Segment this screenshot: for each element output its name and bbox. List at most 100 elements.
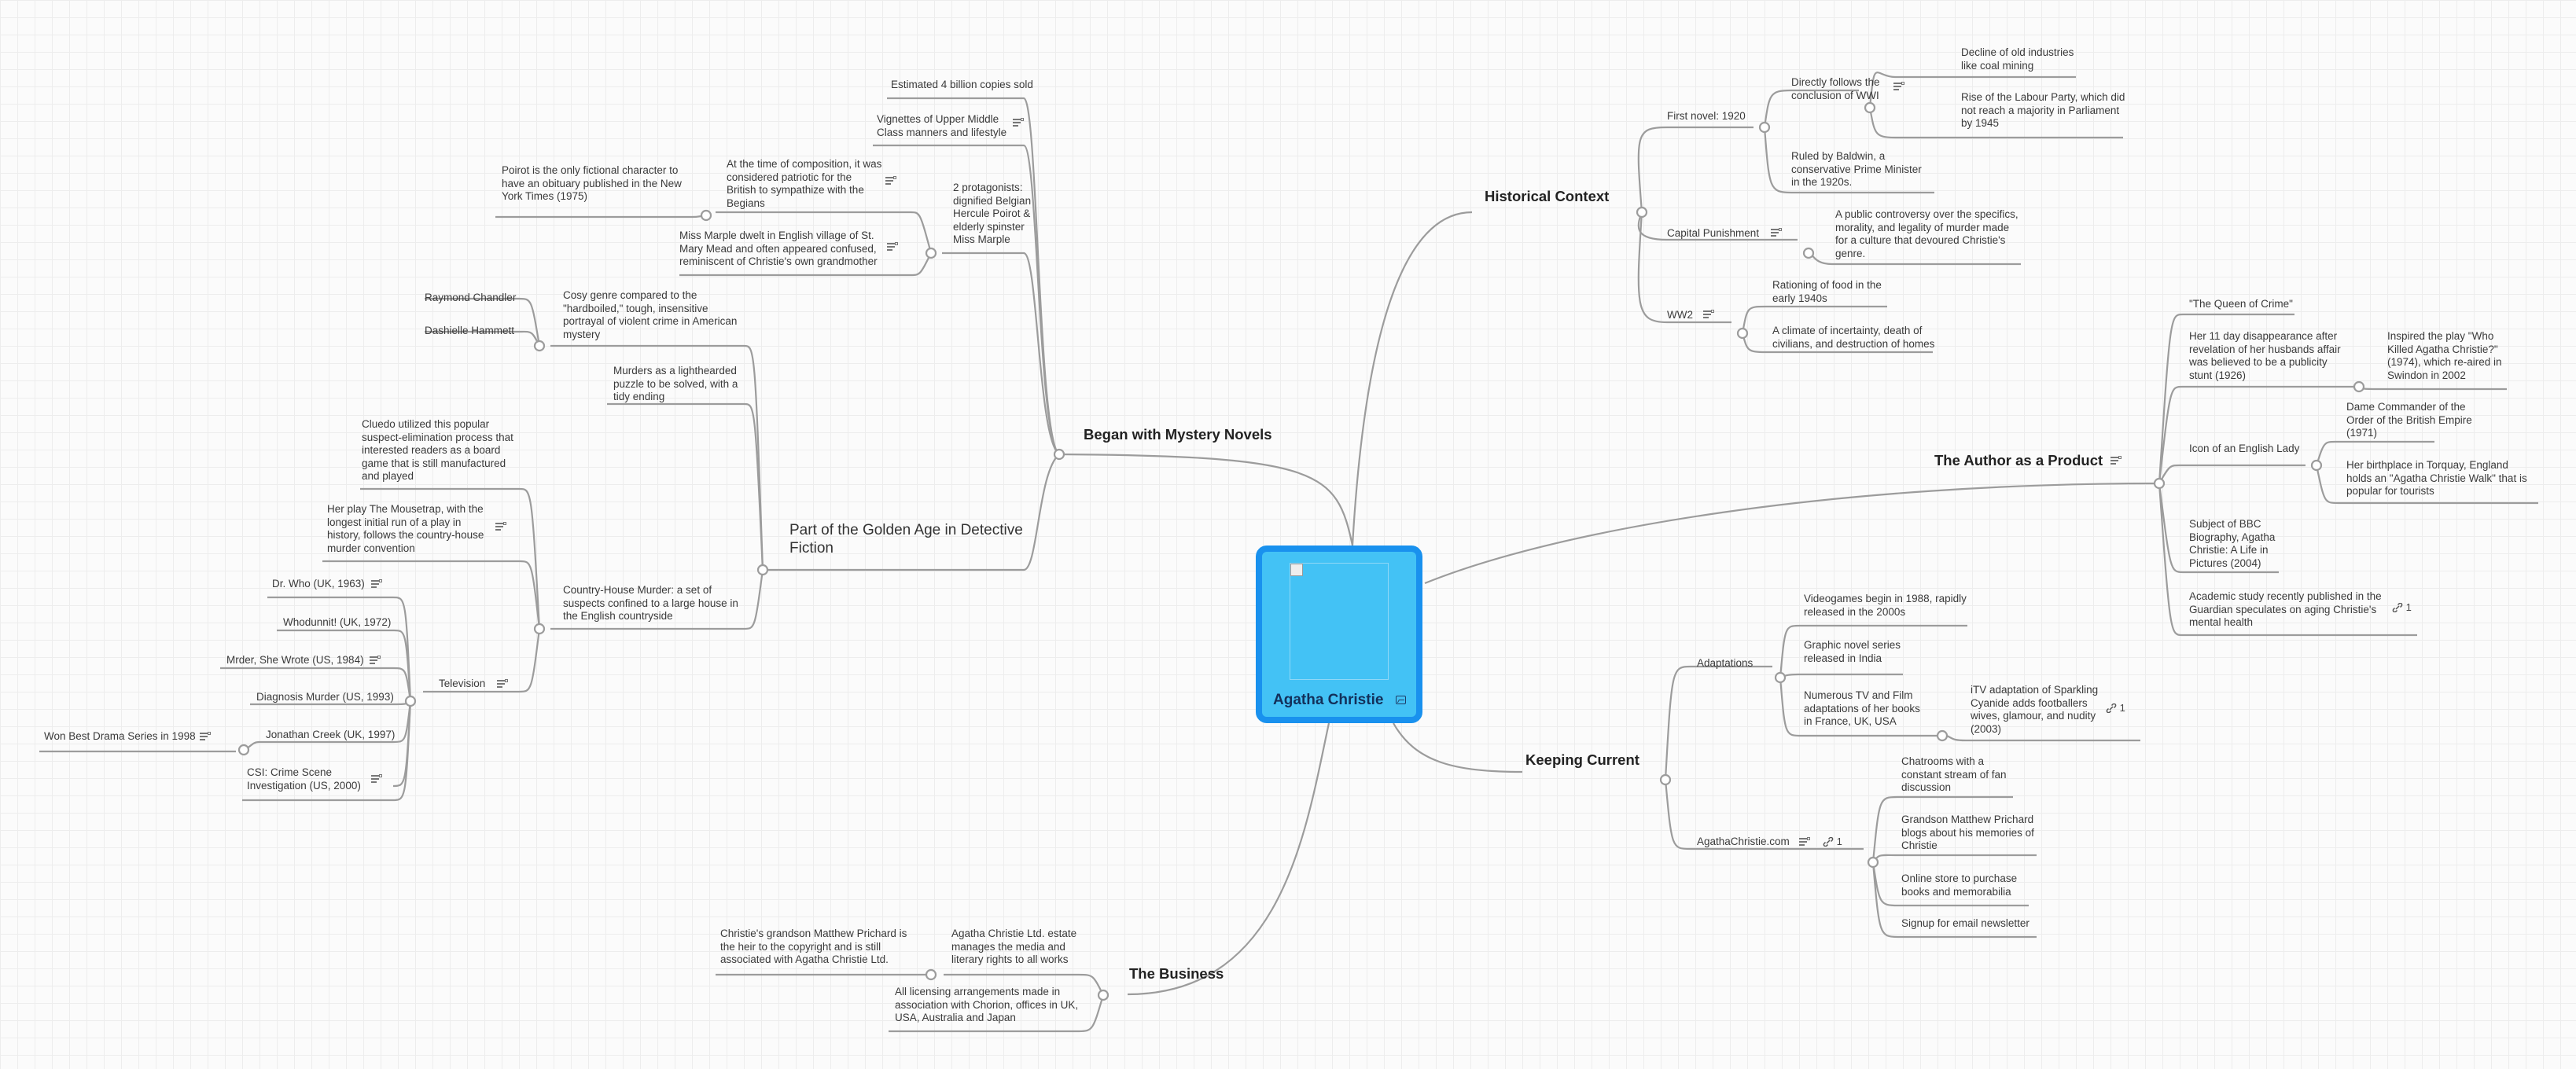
link-icon[interactable]: 1 <box>2392 601 2412 613</box>
topic-grandson-heir-label: Christie's grandson Matthew Prichard is … <box>720 928 907 965</box>
topic-country-house[interactable]: Country-House Murder: a set of suspects … <box>563 584 745 623</box>
topic-the-business[interactable]: The Business <box>1129 965 1224 982</box>
note-icon[interactable] <box>1771 228 1782 238</box>
topic-online-store-label: Online store to purchase books and memor… <box>1901 872 2018 898</box>
topic-dr-who[interactable]: Dr. Who (UK, 1963) <box>272 578 365 590</box>
topic-dashielle-hammett[interactable]: Dashielle Hammett <box>425 325 515 336</box>
topic-keeping-current[interactable]: Keeping Current <box>1525 751 1639 768</box>
topic-rationing-label: Rationing of food in the early 1940s <box>1772 279 1882 304</box>
topic-academic-study[interactable]: Academic study recently published in the… <box>2189 590 2386 630</box>
topic-chatrooms-label: Chatrooms with a constant stream of fan … <box>1901 755 2007 793</box>
topic-grandson-blogs[interactable]: Grandson Matthew Prichard blogs about hi… <box>1901 814 2040 853</box>
topic-ww2[interactable]: WW2 <box>1667 309 1693 321</box>
topic-chatrooms[interactable]: Chatrooms with a constant stream of fan … <box>1901 755 2019 795</box>
note-icon[interactable] <box>1799 837 1810 847</box>
topic-disappearance-label: Her 11 day disappearance after revelatio… <box>2189 330 2341 381</box>
topic-author-as-product[interactable]: The Author as a Product <box>1934 452 2103 468</box>
topic-murder-she-wrote[interactable]: Mrder, She Wrote (US, 1984) <box>226 654 364 666</box>
topic-miss-marple[interactable]: Miss Marple dwelt in English village of … <box>679 230 884 269</box>
topic-protagonists-label: 2 protagonists: dignified Belgian Hercul… <box>953 182 1032 245</box>
note-icon[interactable] <box>1013 118 1024 128</box>
topic-raymond-chandler[interactable]: Raymond Chandler <box>425 292 517 303</box>
topic-estate[interactable]: Agatha Christie Ltd. estate manages the … <box>951 928 1077 967</box>
topic-patriotic-label: At the time of composition, it was consi… <box>727 158 882 209</box>
note-icon[interactable] <box>2110 456 2122 466</box>
topic-cosy-genre[interactable]: Cosy genre compared to the "hardboiled,"… <box>563 289 752 341</box>
note-icon[interactable] <box>200 732 211 742</box>
broken-image-icon <box>1290 563 1389 680</box>
topic-capital-punishment[interactable]: Capital Punishment <box>1667 227 1760 239</box>
note-icon[interactable] <box>370 656 381 666</box>
topic-videogames-label: Videogames begin in 1988, rapidly releas… <box>1804 593 1967 618</box>
note-icon[interactable] <box>1893 82 1904 92</box>
note-icon[interactable] <box>495 522 506 532</box>
topic-first-novel[interactable]: First novel: 1920 <box>1667 110 1746 122</box>
note-icon[interactable] <box>371 579 382 590</box>
topic-birthplace-label: Her birthplace in Torquay, England holds… <box>2346 459 2527 497</box>
topic-bbc-biography[interactable]: Subject of BBC Biography, Agatha Christi… <box>2189 518 2283 570</box>
topic-patriotic[interactable]: At the time of composition, it was consi… <box>727 158 884 210</box>
topic-licensing[interactable]: All licensing arrangements made in assoc… <box>895 986 1084 1025</box>
topic-icon-english-lady[interactable]: Icon of an English Lady <box>2189 443 2300 454</box>
topic-golden-age[interactable]: Part of the Golden Age in Detective Fict… <box>789 521 1025 557</box>
topic-television[interactable]: Television <box>439 678 486 689</box>
topic-mousetrap[interactable]: Her play The Mousetrap, with the longest… <box>327 503 492 555</box>
topic-baldwin-label: Ruled by Baldwin, a conservative Prime M… <box>1791 150 1922 188</box>
topic-copies-sold[interactable]: Estimated 4 billion copies sold <box>891 79 1033 90</box>
topic-historical-context[interactable]: Historical Context <box>1485 188 1610 204</box>
topic-labour-party-label: Rise of the Labour Party, which did not … <box>1961 91 2125 129</box>
topic-graphic-novel[interactable]: Graphic novel series released in India <box>1804 639 1906 665</box>
image-icon[interactable] <box>1396 696 1406 704</box>
topic-disappearance[interactable]: Her 11 day disappearance after revelatio… <box>2189 330 2346 382</box>
topic-vignettes[interactable]: Vignettes of Upper Middle Class manners … <box>877 113 1010 139</box>
topic-grandson-blogs-label: Grandson Matthew Prichard blogs about hi… <box>1901 814 2034 851</box>
topic-jonathan-creek[interactable]: Jonathan Creek (UK, 1997) <box>266 729 396 740</box>
topic-itv-adaptation[interactable]: iTV adaptation of Sparkling Cyanide adds… <box>1971 684 2104 736</box>
topic-baldwin[interactable]: Ruled by Baldwin, a conservative Prime M… <box>1791 150 1933 189</box>
topic-cluedo[interactable]: Cluedo utilized this popular suspect-eli… <box>362 418 519 483</box>
topic-adaptations[interactable]: Adaptations <box>1697 657 1754 669</box>
topic-birthplace[interactable]: Her birthplace in Torquay, England holds… <box>2346 459 2535 498</box>
topic-mousetrap-label: Her play The Mousetrap, with the longest… <box>327 503 484 554</box>
topic-queen-of-crime[interactable]: "The Queen of Crime" <box>2189 298 2293 310</box>
topic-labour-party[interactable]: Rise of the Labour Party, which did not … <box>1961 91 2126 130</box>
link-icon[interactable]: 1 <box>1823 836 1842 847</box>
link-count: 1 <box>2119 702 2125 714</box>
topic-diagnosis-murder[interactable]: Diagnosis Murder (US, 1993) <box>256 691 394 703</box>
link-icon[interactable]: 1 <box>2106 702 2125 714</box>
central-topic[interactable]: Agatha Christie <box>1256 546 1422 723</box>
note-icon[interactable] <box>497 679 508 689</box>
topic-follows-wwi-label: Directly follows the conclusion of WWI <box>1791 76 1880 101</box>
topic-online-store[interactable]: Online store to purchase books and memor… <box>1901 872 2027 898</box>
topic-grandson-heir[interactable]: Christie's grandson Matthew Prichard is … <box>720 928 909 967</box>
topic-videogames[interactable]: Videogames begin in 1988, rapidly releas… <box>1804 593 1969 619</box>
note-icon[interactable] <box>885 176 896 186</box>
topic-newsletter[interactable]: Signup for email newsletter <box>1901 917 2030 929</box>
note-icon[interactable] <box>1703 310 1714 320</box>
topic-uncertainty[interactable]: A climate of incertainty, death of civil… <box>1772 325 1938 351</box>
note-icon[interactable] <box>887 242 898 252</box>
topic-jc-award[interactable]: Won Best Drama Series in 1998 <box>44 730 196 742</box>
note-icon[interactable] <box>371 774 382 784</box>
topic-protagonists[interactable]: 2 protagonists: dignified Belgian Hercul… <box>953 182 1040 247</box>
topic-csi[interactable]: CSI: Crime Scene Investigation (US, 2000… <box>247 766 373 792</box>
topic-estate-label: Agatha Christie Ltd. estate manages the … <box>951 928 1077 965</box>
topic-mystery-novels[interactable]: Began with Mystery Novels <box>1084 426 1272 443</box>
topic-follows-wwi[interactable]: Directly follows the conclusion of WWI <box>1791 76 1886 102</box>
topic-agathachristie-com[interactable]: AgathaChristie.com <box>1697 836 1790 847</box>
topic-tv-film[interactable]: Numerous TV and Film adaptations of her … <box>1804 689 1930 729</box>
topic-academic-study-label: Academic study recently published in the… <box>2189 590 2382 628</box>
topic-capital-controversy[interactable]: A public controversy over the specifics,… <box>1835 208 2021 260</box>
topic-rationing[interactable]: Rationing of food in the early 1940s <box>1772 279 1890 305</box>
topic-poirot-obituary[interactable]: Poirot is the only fictional character t… <box>502 164 687 204</box>
topic-inspired-play[interactable]: Inspired the play "Who Killed Agatha Chr… <box>2387 330 2513 382</box>
topic-bbc-biography-label: Subject of BBC Biography, Agatha Christi… <box>2189 518 2276 569</box>
topic-dame-commander[interactable]: Dame Commander of the Order of the Briti… <box>2346 401 2476 440</box>
topic-whodunnit[interactable]: Whodunnit! (UK, 1972) <box>283 616 392 628</box>
topic-cluedo-label: Cluedo utilized this popular suspect-eli… <box>362 418 513 482</box>
topic-decline-coal[interactable]: Decline of old industries like coal mini… <box>1961 46 2079 72</box>
topic-poirot-obituary-label: Poirot is the only fictional character t… <box>502 164 682 202</box>
topic-lighthearted[interactable]: Murders as a lighthearded puzzle to be s… <box>613 365 749 404</box>
